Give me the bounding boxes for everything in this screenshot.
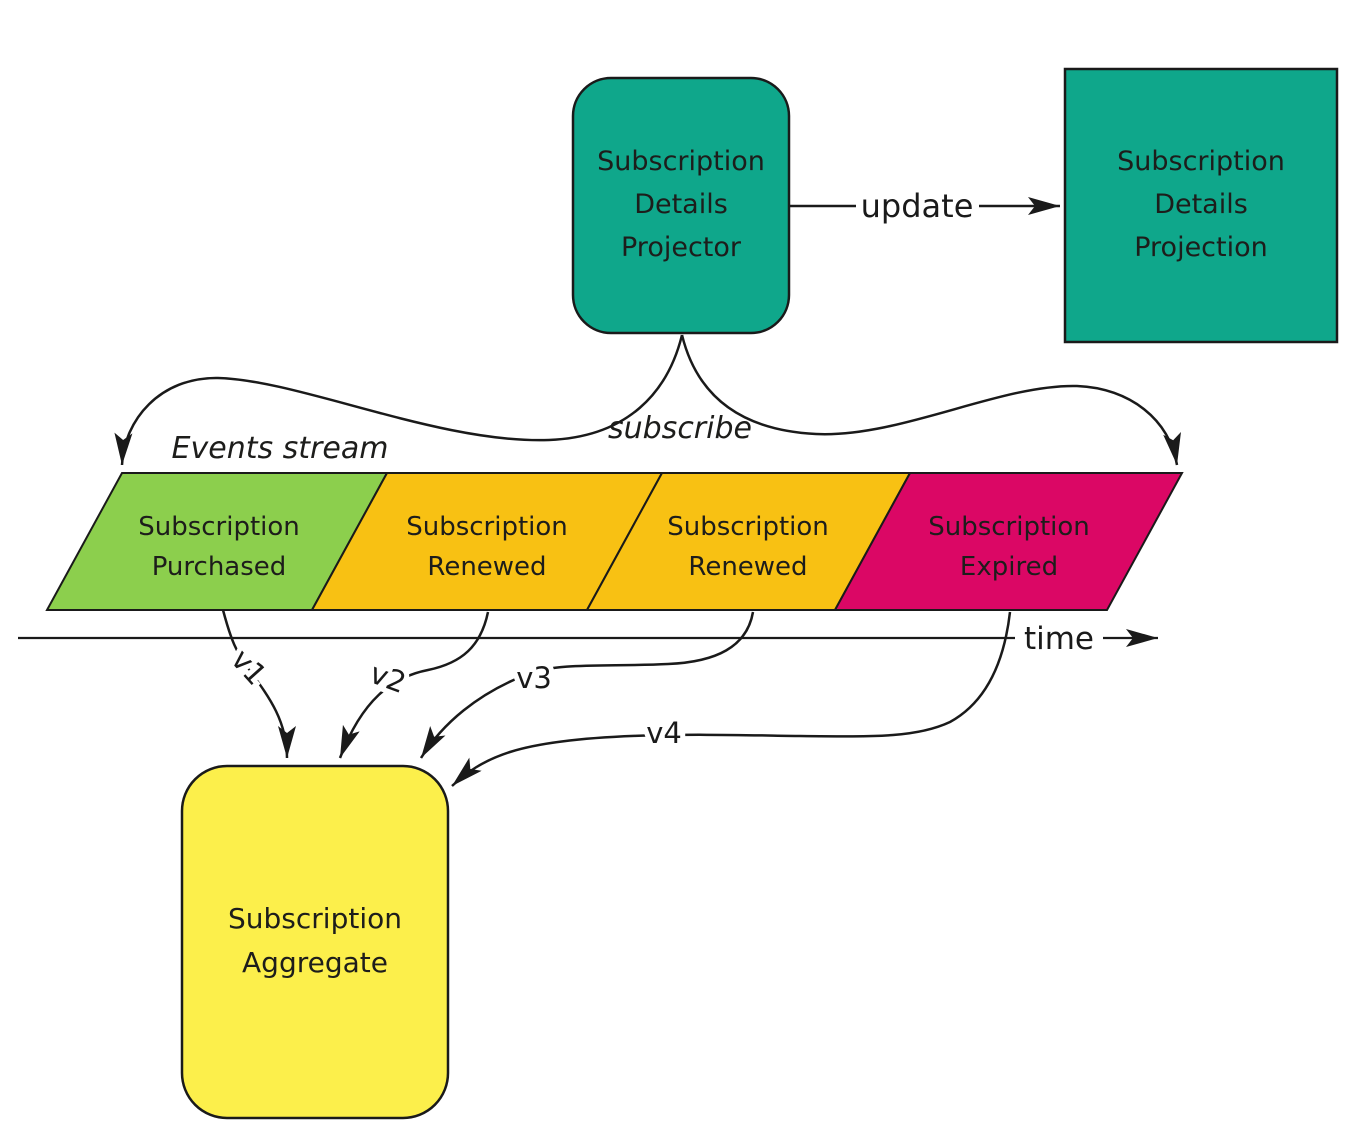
time-axis: time	[18, 621, 1158, 657]
subscribe-arrows: subscribe	[114, 334, 1181, 466]
time-label: time	[1024, 621, 1094, 657]
projection-label-line3: Projection	[1134, 232, 1268, 263]
v2-label: v2	[365, 656, 410, 700]
event2-label-line1: Subscription	[406, 512, 568, 542]
event3-label-line2: Renewed	[688, 552, 807, 582]
event1-label-line2: Purchased	[152, 552, 287, 582]
v4-arrow	[451, 611, 1012, 787]
events-stream: Events stream Subscription Purchased Sub…	[45, 431, 1184, 611]
update-label: update	[861, 187, 974, 225]
event1-label-line1: Subscription	[138, 512, 300, 542]
projection-label-line2: Details	[1154, 189, 1248, 220]
aggregate-label-line1: Subscription	[228, 902, 402, 935]
projector-label-line1: Subscription	[597, 146, 765, 177]
event2-label-line2: Renewed	[427, 552, 546, 582]
projector-node: Subscription Details Projector	[571, 76, 791, 335]
projection-label-line1: Subscription	[1117, 146, 1285, 177]
projector-label-line3: Projector	[621, 232, 742, 263]
v3-label: v3	[516, 661, 552, 695]
version-arrows: v1 v2 v3 v4	[219, 609, 1012, 787]
v4-label: v4	[646, 716, 682, 750]
projection-box	[1063, 67, 1339, 344]
aggregate-label-line2: Aggregate	[242, 946, 388, 979]
projector-label-line2: Details	[634, 189, 728, 220]
projector-box	[571, 76, 791, 335]
v1-arrow	[221, 609, 296, 759]
projection-node: Subscription Details Projection	[1063, 67, 1339, 344]
subscribe-label: subscribe	[608, 411, 752, 446]
update-arrow: update	[790, 187, 1060, 225]
event4-label-line2: Expired	[960, 552, 1058, 582]
v1-label: v1	[224, 642, 273, 691]
aggregate-box	[180, 764, 450, 1120]
aggregate-node: Subscription Aggregate	[180, 764, 450, 1120]
subscribe-arrow-right	[680, 334, 1181, 466]
subscribe-arrow-left	[114, 334, 684, 466]
v3-arrow	[419, 611, 755, 759]
events-stream-label: Events stream	[172, 431, 389, 466]
event-segment-expired	[833, 472, 1184, 611]
event4-label-line1: Subscription	[928, 512, 1090, 542]
v2-arrow	[338, 611, 490, 759]
event3-label-line1: Subscription	[667, 512, 829, 542]
